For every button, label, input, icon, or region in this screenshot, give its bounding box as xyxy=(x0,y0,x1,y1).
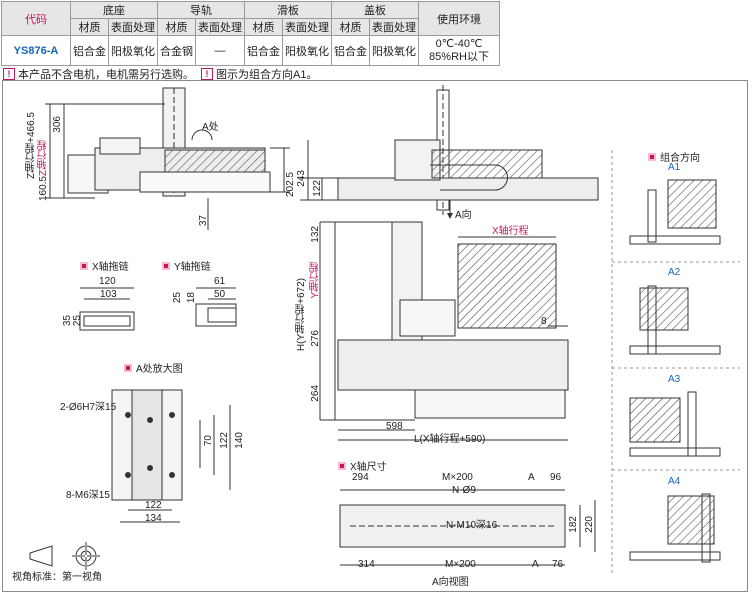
dim-da-70: 70 xyxy=(203,435,214,447)
dim-xd-96: 96 xyxy=(550,472,562,483)
dim-da-122b: 122 xyxy=(145,500,162,511)
dim-da-140: 140 xyxy=(234,432,245,449)
dim-306: 306 xyxy=(52,116,63,133)
combo-label-a1: A1 xyxy=(668,162,681,173)
dim-xd-m200: M×200 xyxy=(442,472,473,483)
note-direction: 图示为组合方向A1。 xyxy=(216,69,318,81)
dim-side-z: Z轴行程+466.5 xyxy=(26,112,37,179)
top-view xyxy=(300,85,599,219)
combo-label-a3: A3 xyxy=(668,374,681,385)
dim-yc-50: 50 xyxy=(214,289,226,300)
env-temp: 0℃-40℃ xyxy=(435,37,483,50)
dim-xd-a: A xyxy=(528,472,535,483)
dim-xc-120: 120 xyxy=(99,276,116,287)
front-view xyxy=(319,221,569,441)
dim-598: 598 xyxy=(386,421,403,432)
bullet-icon xyxy=(648,152,656,161)
drawing-frame xyxy=(2,80,748,592)
section-y-chain: Y轴拖链 xyxy=(162,258,211,273)
dim-132: 132 xyxy=(310,226,321,243)
dim-160-5: 160.5 xyxy=(38,176,49,202)
env-cell: 0℃-40℃ 85%RH以下 xyxy=(418,35,500,66)
model-code: YS876-A xyxy=(1,35,71,66)
bullet-icon xyxy=(338,461,346,470)
dim-x-stroke: X轴行程 xyxy=(492,226,529,237)
bullet-icon xyxy=(162,261,170,270)
spec-table: 代码 底座 导轨 滑板 盖板 使用环境 材质 表面处理 材质 表面处理 材质 表… xyxy=(1,1,500,66)
detail-a-drawing xyxy=(111,389,231,523)
dim-h: H(Y轴行程+672) xyxy=(296,278,307,352)
view-standard: 视角标准：第一视角 xyxy=(12,572,102,583)
dim-da-134: 134 xyxy=(145,513,162,524)
label-a-point: A处 xyxy=(202,122,219,133)
rail-material: 合金钢 xyxy=(157,35,196,66)
notes-line: ! 本产品不含电机，电机需另行选购。 ! 图示为组合方向A1。 xyxy=(3,66,317,82)
dim-yc-25: 25 xyxy=(172,292,183,304)
cover-surface: 阳极氧化 xyxy=(369,35,419,66)
warning-icon: ! xyxy=(201,68,213,80)
cover-material: 铝合金 xyxy=(331,35,370,66)
y-chain-drawing xyxy=(195,287,237,327)
dim-243: 243 xyxy=(296,170,307,187)
bullet-icon xyxy=(80,261,88,270)
section-x-chain: X轴拖链 xyxy=(80,258,129,273)
dim-8: 8 xyxy=(541,316,547,327)
header-env: 使用环境 xyxy=(418,1,500,36)
section-detail-a: A处放大图 xyxy=(124,360,183,375)
dim-xd-294: 294 xyxy=(352,472,369,483)
label-holes-6: 2-Ø6H7深15 xyxy=(60,402,117,413)
combo-a2-drawing xyxy=(629,285,721,355)
combo-panel xyxy=(611,150,740,575)
combo-a4-drawing xyxy=(629,493,721,563)
dim-122: 122 xyxy=(312,180,323,197)
label-a-view: A向视图 xyxy=(432,577,469,588)
header-surface: 表面处理 xyxy=(282,18,332,36)
dim-z-stroke: Z轴行程 xyxy=(38,140,49,177)
dim-xd-220: 220 xyxy=(584,516,595,533)
dim-xc-25: 25 xyxy=(72,315,83,327)
dim-xd-76: 76 xyxy=(552,559,564,570)
bullet-icon xyxy=(124,363,132,372)
warning-icon: ! xyxy=(3,68,15,80)
base-surface: 阳极氧化 xyxy=(108,35,158,66)
label-xd-nm10: N-M10深16 xyxy=(446,520,498,531)
label-a-dir: A向 xyxy=(455,210,472,221)
dim-xd-314: 314 xyxy=(358,559,375,570)
env-humidity: 85%RH以下 xyxy=(429,50,489,63)
label-xd-n9: N-Ø9 xyxy=(452,485,476,496)
dim-da-122: 122 xyxy=(219,432,230,449)
dim-xd-m200b: M×200 xyxy=(445,559,476,570)
dim-xc-103: 103 xyxy=(100,289,117,300)
x-chain-drawing xyxy=(79,287,135,331)
dim-264: 264 xyxy=(310,385,321,402)
combo-a3-drawing xyxy=(629,391,721,457)
combo-label-a2: A2 xyxy=(668,267,681,278)
dim-xd-a2: A xyxy=(532,559,539,570)
first-angle-symbol xyxy=(29,542,100,570)
label-holes-m6: 8-M6深15 xyxy=(66,490,110,501)
dim-37: 37 xyxy=(198,215,209,227)
combo-label-a4: A4 xyxy=(668,476,681,487)
dim-l: L(X轴行程+590) xyxy=(414,434,486,445)
dim-yc-18: 18 xyxy=(186,292,197,304)
dim-yc-61: 61 xyxy=(214,276,226,287)
note-motor: 本产品不含电机，电机需另行选购。 xyxy=(18,69,194,81)
combo-a1-drawing xyxy=(629,179,721,245)
section-combo-dir: 组合方向 xyxy=(648,149,700,164)
header-material: 材质 xyxy=(157,18,196,36)
dim-xd-182: 182 xyxy=(568,516,579,533)
header-code: 代码 xyxy=(1,1,71,36)
header-surface: 表面处理 xyxy=(369,18,419,36)
dim-y-stroke: Y轴行程 xyxy=(310,262,321,299)
section-x-dims: X轴尺寸 xyxy=(338,458,387,473)
dim-276: 276 xyxy=(310,330,321,347)
side-view xyxy=(45,87,290,230)
header-material: 材质 xyxy=(244,18,283,36)
x-dims-drawing xyxy=(339,489,596,566)
